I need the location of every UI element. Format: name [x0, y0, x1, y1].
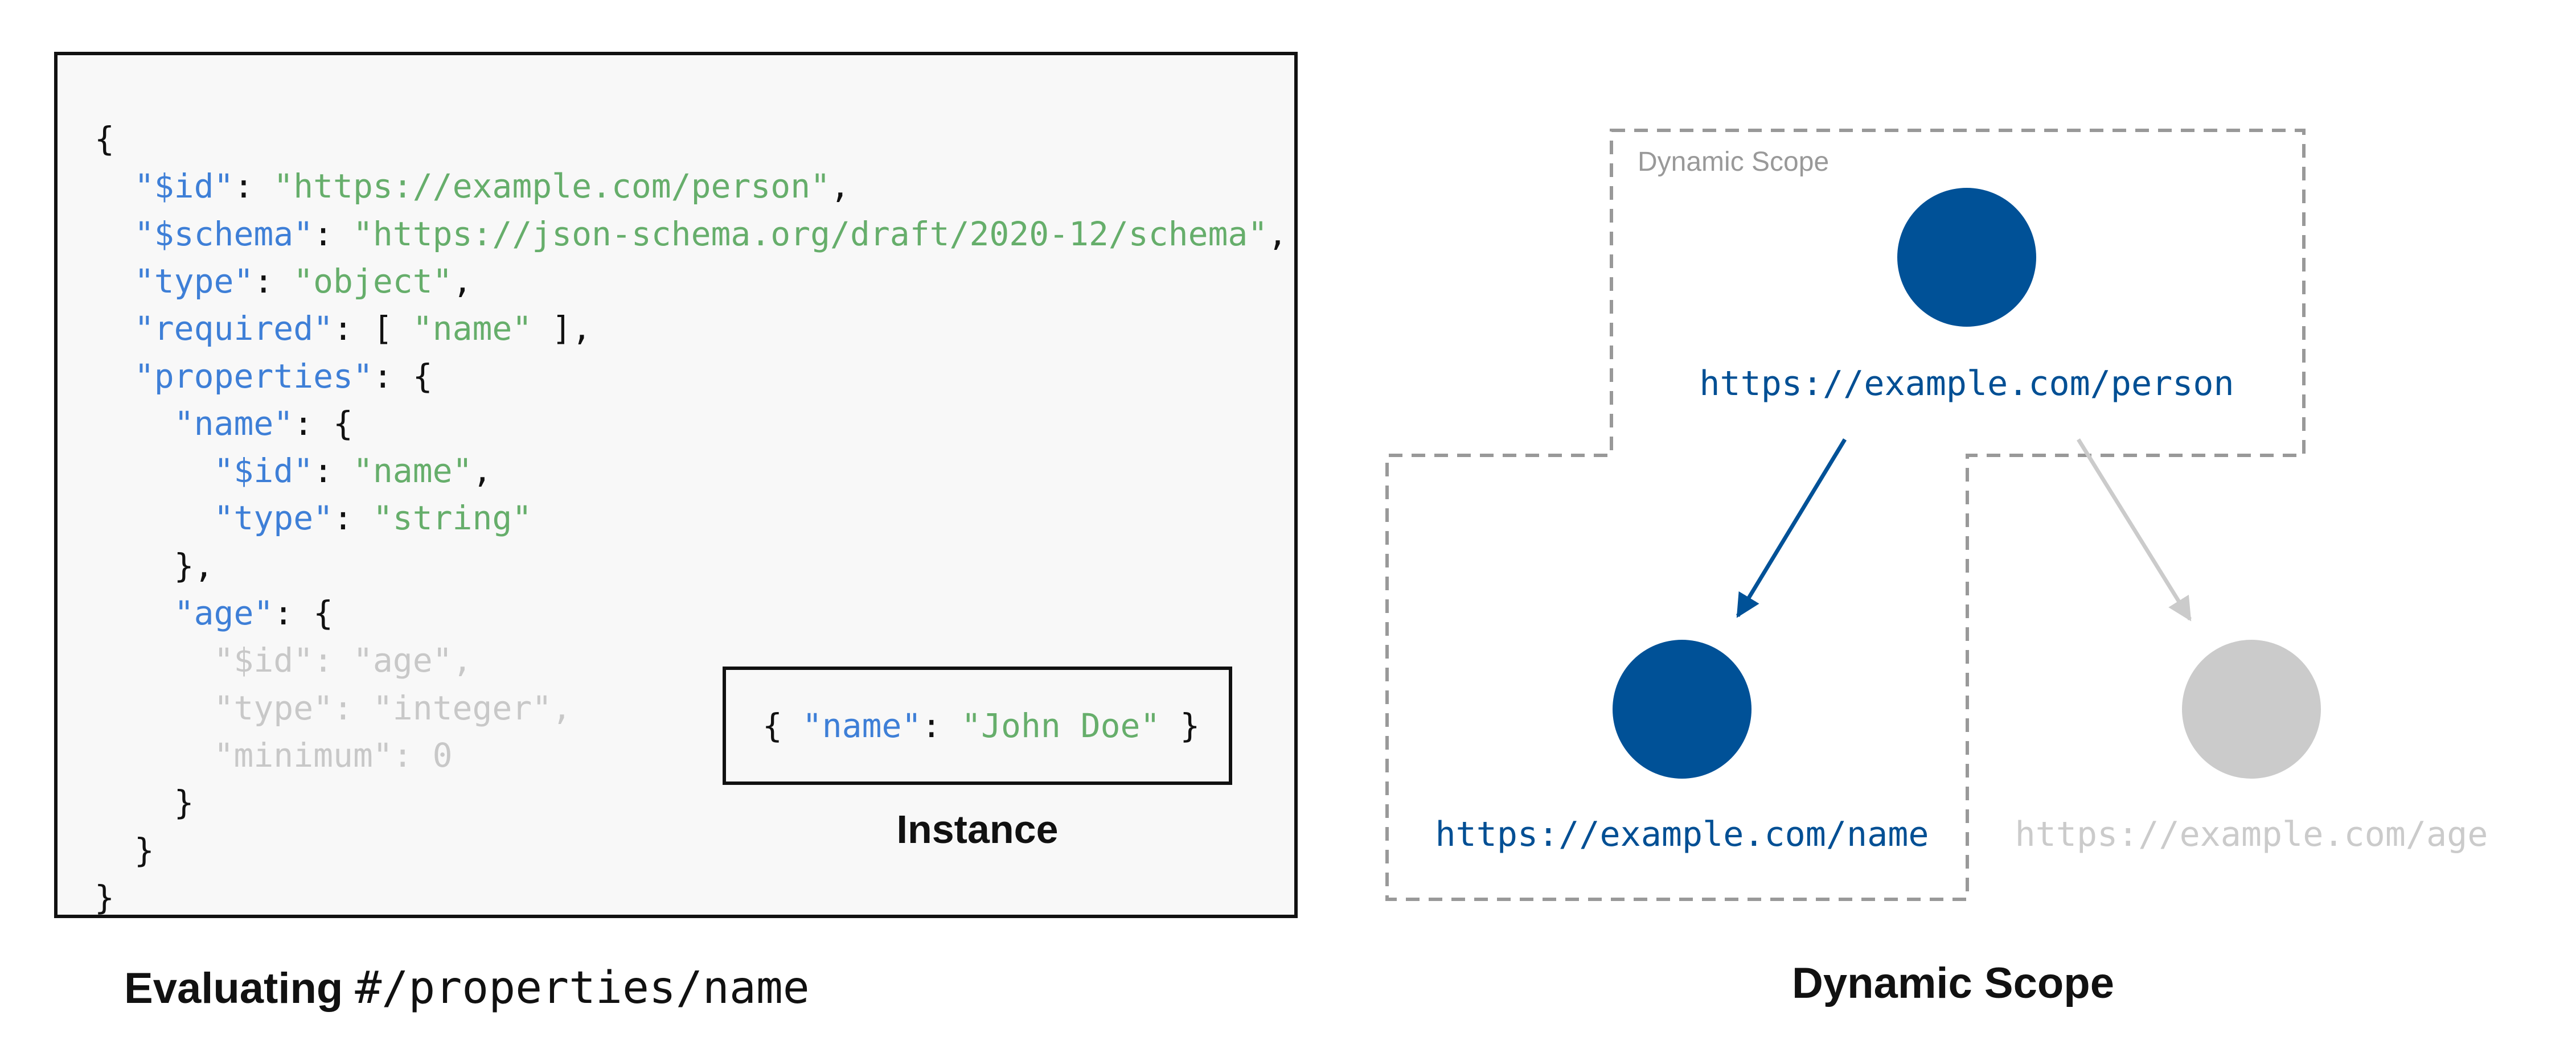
code-token: } — [95, 830, 154, 870]
code-token: "object" — [293, 261, 453, 301]
code-line: "$id": "age", — [95, 636, 473, 684]
code-line: "age": { — [95, 589, 333, 637]
code-token: "type" — [214, 499, 334, 538]
code-token: , — [1268, 214, 1288, 253]
evaluating-caption-text: Evaluating — [124, 964, 355, 1013]
node-name — [1613, 640, 1751, 779]
code-token: : { — [273, 594, 334, 632]
code-token: , — [452, 261, 473, 301]
code-line: "name": { — [95, 400, 353, 447]
code-token: : [ — [333, 309, 413, 348]
code-token: "name" — [352, 451, 473, 491]
schema-code-panel: { "$id": "https://example.com/person", "… — [54, 52, 1298, 918]
code-token: : — [233, 167, 274, 206]
code-token: } — [95, 783, 194, 822]
code-token: "properties" — [134, 356, 373, 396]
instance-separator: : — [921, 706, 962, 745]
code-token: "minimum": 0 — [95, 735, 453, 775]
code-token: , — [830, 167, 850, 206]
code-token: "$id" — [134, 167, 234, 206]
instance-box: { "name": "John Doe" } — [723, 667, 1232, 785]
code-line: "required": [ "name" ], — [95, 305, 592, 352]
code-line: { — [95, 115, 114, 163]
code-line: "$schema": "https://json-schema.org/draf… — [95, 210, 1287, 258]
code-token: { — [95, 120, 114, 158]
edge-person-to-age — [2077, 438, 2192, 622]
code-line: "type": "integer", — [95, 684, 572, 732]
code-token: : — [313, 214, 353, 253]
instance-value: "John Doe" — [961, 706, 1160, 745]
evaluating-caption: Evaluating #/properties/name — [124, 961, 810, 1016]
node-name-url: https://example.com/name — [1435, 815, 1929, 854]
code-token: "required" — [134, 309, 334, 348]
code-token: "age" — [174, 594, 274, 632]
code-token: "name" — [174, 404, 294, 443]
code-line: "type": "string" — [95, 494, 532, 542]
code-token: "string" — [372, 499, 532, 538]
code-token: , — [472, 451, 493, 491]
code-token: : { — [293, 404, 353, 443]
edge-person-to-name — [1736, 438, 1847, 618]
code-token: ], — [532, 309, 592, 348]
dynamic-scope-caption: Dynamic Scope — [1792, 959, 2114, 1007]
code-line: }, — [95, 542, 214, 590]
code-token: : { — [372, 356, 433, 396]
dynamic-scope-boundary — [1385, 129, 2306, 901]
node-person-url: https://example.com/person — [1699, 364, 2234, 404]
code-line: "minimum": 0 — [95, 731, 453, 779]
code-line: "$id": "name", — [95, 447, 493, 495]
code-token: : — [313, 451, 353, 491]
code-token: "type" — [134, 261, 254, 301]
code-token: "$id" — [214, 451, 314, 491]
code-token: "https://json-schema.org/draft/2020-12/s… — [352, 214, 1268, 253]
instance-close-brace: } — [1160, 706, 1200, 745]
instance-label: Instance — [896, 807, 1059, 852]
code-token: "name" — [412, 309, 532, 348]
code-line: "properties": { — [95, 352, 433, 400]
code-line: "type": "object", — [95, 257, 473, 305]
code-line: } — [95, 874, 114, 922]
node-age-url: https://example.com/age — [2015, 815, 2488, 854]
evaluating-json-pointer: #/properties/name — [355, 962, 810, 1014]
code-token: "$schema" — [134, 214, 314, 253]
instance-open-brace: { — [762, 706, 802, 745]
code-line: } — [95, 826, 154, 874]
code-token: "https://example.com/person" — [273, 167, 831, 206]
code-token: }, — [95, 546, 214, 585]
code-line: } — [95, 779, 194, 826]
code-line: "$id": "https://example.com/person", — [95, 162, 850, 210]
code-token: } — [95, 878, 114, 917]
code-token: : — [333, 499, 373, 538]
node-age — [2182, 640, 2321, 779]
dynamic-scope-box-label: Dynamic Scope — [1638, 147, 1829, 177]
code-token: : — [253, 261, 294, 301]
code-token: "$id": "age", — [95, 641, 473, 680]
instance-key: "name" — [802, 706, 922, 745]
code-token: "type": "integer", — [95, 688, 572, 727]
node-person — [1897, 188, 2036, 327]
